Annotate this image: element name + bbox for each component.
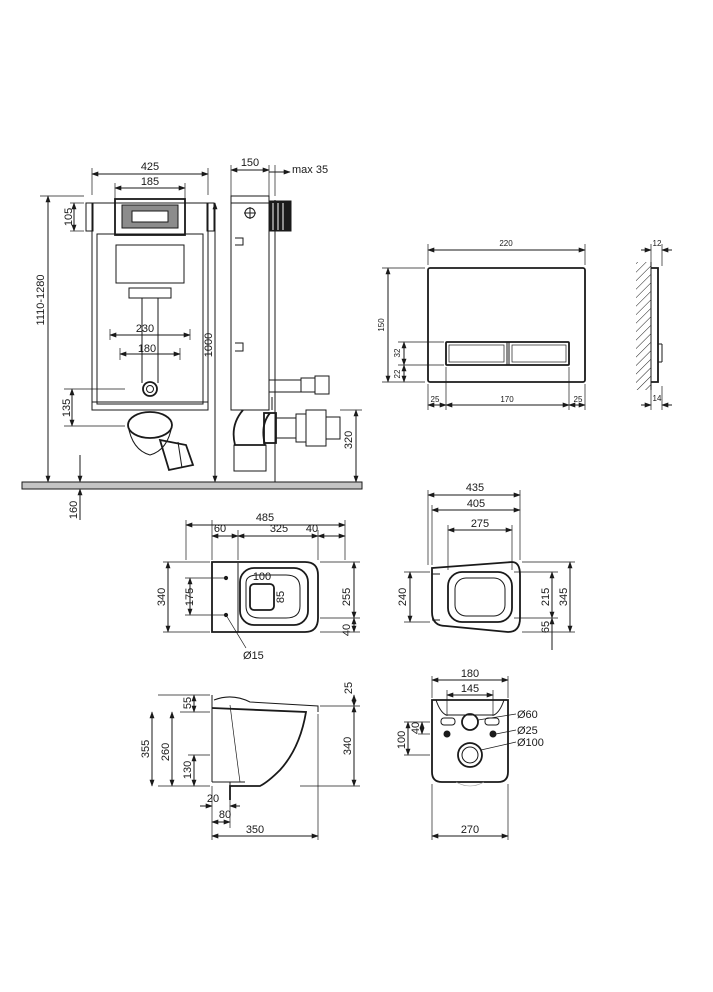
dim-fixing-height: 260 [160, 743, 172, 761]
dim-bowl-depth: 350 [246, 824, 264, 836]
dim-inlet-depth: 85 [275, 591, 287, 603]
dim-bowl-total-height: 355 [140, 740, 152, 758]
installation-frame-front-view: 425 185 105 1110-1280 230 180 1000 135 [21, 161, 363, 520]
dim-side-depth: 150 [241, 157, 259, 169]
dim-seat-total-length: 435 [466, 482, 484, 494]
dim-margin-right: 25 [574, 395, 583, 404]
dim-bowl-total-length: 485 [256, 512, 274, 524]
dim-top-width: 185 [141, 176, 159, 188]
dim-button-width: 170 [500, 395, 514, 404]
toilet-seat-top-view: 435 405 275 240 345 215 65 [397, 482, 575, 650]
dim-seat-width: 240 [397, 588, 409, 606]
dim-gap-top: 25 [343, 682, 355, 694]
dim-outlet-height: 320 [343, 431, 355, 449]
dim-seat-outer-width: 345 [558, 588, 570, 606]
dim-top-height: 105 [63, 208, 75, 226]
dim-frame-width: 425 [141, 161, 159, 173]
flush-plate-front-view: 220 150 32 22 25 170 25 [377, 239, 586, 410]
dim-back-base-width: 270 [461, 824, 479, 836]
dim-seat-inner-width: 215 [540, 588, 552, 606]
dim-front-margin: 40 [341, 624, 353, 636]
toilet-bowl-side-view: 55 355 260 130 25 340 20 80 350 [140, 682, 360, 840]
dim-frame-height: 1000 [203, 333, 215, 357]
dim-back-width-top: 180 [461, 668, 479, 680]
dim-inlet-width: 100 [253, 571, 271, 583]
dim-front-offset: 40 [306, 523, 318, 535]
dim-button-height: 32 [393, 348, 402, 357]
dim-hole-diameter: Ø15 [243, 650, 264, 662]
dim-fixing-offset: 40 [410, 722, 422, 734]
dim-back-offset: 60 [214, 523, 226, 535]
dim-fixing-length: 325 [270, 523, 288, 535]
dim-inlet-spacing: 180 [138, 343, 156, 355]
dim-plate-height: 150 [377, 318, 386, 332]
dim-thickness-top: 12 [653, 239, 662, 248]
dim-max-depth: max 35 [292, 164, 328, 176]
dim-fixing-width: 175 [184, 588, 196, 606]
dim-thickness-bottom: 14 [653, 394, 662, 403]
dim-outlet-height: 130 [182, 761, 194, 779]
dim-seat-inner-length: 275 [471, 518, 489, 530]
dim-drain-height: 135 [61, 399, 73, 417]
dim-base-offset: 20 [207, 793, 219, 805]
toilet-bowl-top-view: 485 60 325 40 340 175 100 85 255 40 Ø15 [156, 512, 360, 662]
dim-bowl-width: 340 [156, 588, 168, 606]
dim-inlet-diameter: Ø60 [517, 709, 538, 721]
dim-total-height: 1110-1280 [35, 275, 47, 326]
dim-floor-offset: 160 [68, 501, 80, 519]
dim-inlet-height: 55 [182, 697, 194, 709]
dim-seat-width: 255 [341, 588, 353, 606]
dim-plate-width: 220 [499, 239, 513, 248]
dim-margin-left: 25 [431, 395, 440, 404]
dim-outlet-diameter: Ø100 [517, 737, 544, 749]
dim-outlet-spacing: 230 [136, 323, 154, 335]
dim-bowl-height: 340 [342, 737, 354, 755]
dim-fixing-diameter: Ø25 [517, 725, 538, 737]
dim-outlet-offset: 100 [396, 731, 408, 749]
dim-seat-front-margin: 65 [540, 621, 552, 633]
toilet-bowl-back-view: 180 145 40 100 Ø60 Ø25 Ø100 270 [396, 668, 544, 840]
floor-line [21, 481, 363, 490]
dim-base-width: 80 [219, 809, 231, 821]
dim-fixing-spacing: 145 [461, 683, 479, 695]
dim-seat-length: 405 [467, 498, 485, 510]
dim-bottom-offset: 22 [393, 369, 402, 378]
flush-plate-side-view: 12 14 [636, 239, 672, 410]
installation-frame-side-view: 150 max 35 320 [230, 157, 362, 483]
